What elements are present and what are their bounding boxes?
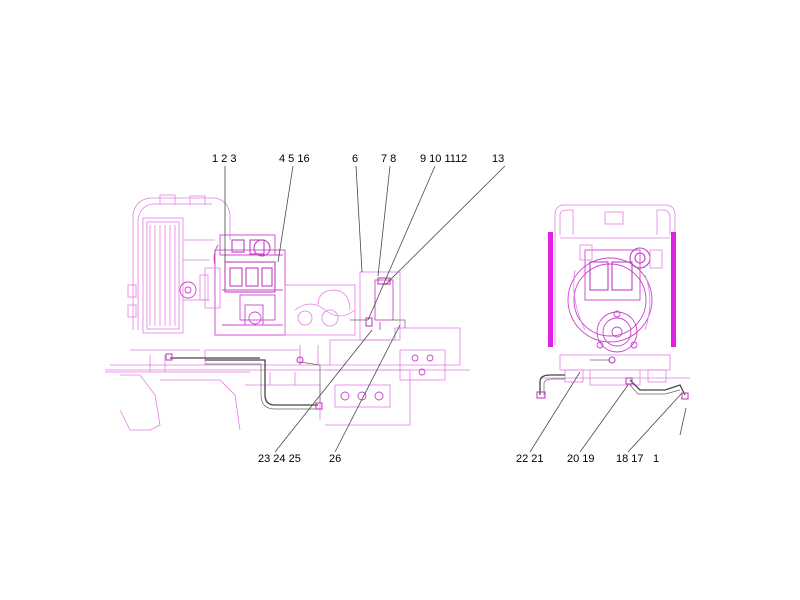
callout-23-24-25: 23 24 25 <box>258 453 301 465</box>
side-view <box>105 194 470 431</box>
fuel-filter-box <box>359 271 401 341</box>
callout-20-19: 20 19 <box>567 453 595 465</box>
callout-6: 6 <box>352 153 358 165</box>
callout-22-21: 22 21 <box>516 453 544 465</box>
radiator-housing <box>127 194 231 334</box>
fuel-hoses-side <box>165 319 406 410</box>
engine-block <box>199 234 286 336</box>
callout-9-10-11-12: 9 10 1112 <box>420 153 467 165</box>
base-frame <box>105 327 470 431</box>
end-engine <box>567 244 663 353</box>
callout-26: 26 <box>329 453 341 465</box>
radiator-bar-left <box>548 232 553 347</box>
callout-18-17: 18 17 <box>616 453 644 465</box>
end-view <box>536 204 690 400</box>
end-frame <box>548 204 676 347</box>
leader-lines <box>224 165 687 453</box>
callout-4-5-16: 4 5 16 <box>279 153 310 165</box>
callout-1-end-view: 1 <box>653 453 659 465</box>
radiator-bar-right <box>671 232 676 347</box>
callout-13: 13 <box>492 153 504 165</box>
fuel-hoses-end <box>536 356 689 400</box>
callout-1-2-3: 1 2 3 <box>212 153 236 165</box>
callout-7-8: 7 8 <box>381 153 396 165</box>
end-base <box>540 354 690 386</box>
alternator <box>284 284 356 336</box>
callout-labels: 1 2 3 4 5 16 6 7 8 9 10 1112 13 23 24 25… <box>212 153 659 465</box>
